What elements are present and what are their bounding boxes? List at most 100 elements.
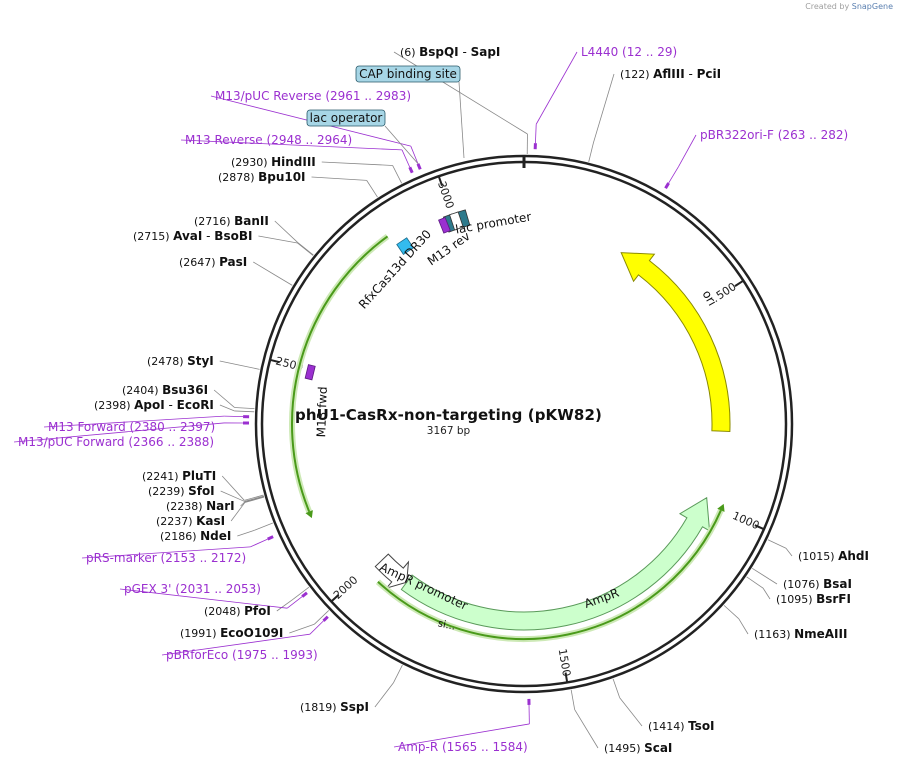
enzyme-name: AflIII bbox=[653, 67, 685, 81]
enzyme-label-hindiii: (2930) HindIII bbox=[231, 155, 316, 169]
boxed-feature-label-lac-operator: lac operator bbox=[310, 111, 383, 125]
enzyme-coord: (1819) bbox=[300, 701, 340, 714]
primer-leader-m13-forward bbox=[43, 415, 225, 428]
m13-fwd-block bbox=[304, 364, 316, 381]
enzyme-label-bsai: (1076) BsaI bbox=[783, 577, 852, 591]
enzyme-leader-banii bbox=[274, 220, 299, 243]
primer-leader-pgex-3 bbox=[119, 588, 288, 609]
enzyme-label-ahdi: (1015) AhdI bbox=[798, 549, 869, 563]
enzyme-tick-hindiii bbox=[392, 165, 403, 184]
enzyme-coord: (122) bbox=[620, 68, 653, 81]
enzyme-label-bsu36i: (2404) Bsu36I bbox=[122, 383, 208, 397]
ampr-promoter-feature-shape bbox=[374, 553, 410, 590]
tick-mark bbox=[269, 358, 280, 364]
ampr-orf-line bbox=[377, 509, 722, 640]
snapgene-brand: SnapGene bbox=[851, 2, 893, 11]
enzyme-name: AvaI bbox=[173, 229, 202, 243]
primer-range: (1975 .. 1993) bbox=[232, 648, 318, 662]
primer-name: Amp-R bbox=[398, 740, 442, 754]
rfxcas13d-block bbox=[396, 237, 414, 255]
enzyme-leader-styi bbox=[219, 360, 241, 366]
rfxcas13d-label: RfxCas13d DR30 bbox=[356, 227, 434, 312]
enzyme-label-pasi: (2647) PasI bbox=[179, 255, 247, 269]
primer-tick-pbr322ori-f bbox=[668, 166, 679, 184]
enzyme-label-scai: (1495) ScaI bbox=[604, 741, 672, 755]
enzyme-tick-pluti bbox=[244, 494, 264, 501]
primer-tick-m13-puc-reverse bbox=[410, 146, 419, 164]
enzyme-tick-afliii bbox=[588, 142, 594, 162]
enzyme-coord: (1414) bbox=[648, 720, 688, 733]
enzyme-label-styi: (2478) StyI bbox=[147, 354, 214, 368]
enzyme-name: BspQI bbox=[419, 45, 459, 59]
enzyme-suffix-name: BsoBI bbox=[214, 229, 252, 243]
enzyme-name: PluTI bbox=[182, 469, 216, 483]
enzyme-tick-nari bbox=[244, 496, 265, 503]
boxed-feature-lac-operator bbox=[306, 109, 386, 127]
enzyme-name: HindIII bbox=[271, 155, 316, 169]
enzyme-label-tsoi: (1414) TsoI bbox=[648, 719, 715, 733]
enzyme-coord: (1163) bbox=[754, 628, 794, 641]
primer-range: (12 .. 29) bbox=[622, 45, 677, 59]
enzyme-name: BsrFI bbox=[816, 592, 851, 606]
m13-fwd-label: M13 fwd bbox=[314, 386, 330, 437]
enzyme-leader-ecoo109i bbox=[289, 623, 315, 634]
enzyme-suffix: - bbox=[459, 45, 471, 59]
primer-name: pBRforEco bbox=[166, 648, 232, 662]
enzyme-name: StyI bbox=[187, 354, 214, 368]
enzyme-tick-avai bbox=[297, 242, 314, 256]
primer-label-pgex-3: pGEX 3' (2031 .. 2053) bbox=[124, 582, 261, 596]
enzyme-leader-afliii bbox=[593, 73, 615, 143]
tick-mark bbox=[330, 594, 340, 603]
enzyme-coord: (1095) bbox=[776, 593, 816, 606]
enzyme-coord: (2404) bbox=[122, 384, 162, 397]
boxed-feature-label-cap-binding-site: CAP binding site bbox=[359, 67, 457, 81]
enzyme-name: BsaI bbox=[823, 577, 852, 591]
primer-name: L4440 bbox=[581, 45, 622, 59]
enzyme-coord: (2237) bbox=[156, 515, 196, 528]
enzyme-leader-bpu10i bbox=[311, 176, 367, 181]
enzyme-coord: (2239) bbox=[148, 485, 188, 498]
tick-mark bbox=[734, 279, 744, 287]
enzyme-label-bpu10i: (2878) Bpu10I bbox=[218, 170, 306, 184]
enzyme-coord: (2716) bbox=[194, 215, 234, 228]
boxed-leader-cap-binding-site bbox=[458, 81, 465, 159]
enzyme-label-avai: (2715) AvaI - BsoBI bbox=[133, 229, 252, 243]
enzyme-name: SspI bbox=[340, 700, 369, 714]
enzyme-suffix: - bbox=[202, 229, 214, 243]
primer-label-pbrforeco: pBRforEco (1975 .. 1993) bbox=[166, 648, 318, 662]
primer-leader-m13-puc-forward bbox=[13, 422, 225, 443]
enzyme-leader-hindiii bbox=[321, 161, 393, 166]
primer-range: (2380 .. 2397) bbox=[130, 420, 216, 434]
enzyme-leader-scai bbox=[574, 709, 599, 749]
enzyme-leader-pasi bbox=[253, 261, 276, 276]
enzyme-leader-bspqi bbox=[393, 51, 528, 135]
primer-name: M13 Reverse bbox=[185, 133, 267, 147]
enzyme-name: ScaI bbox=[644, 741, 672, 755]
ampr-orf-arrowhead bbox=[717, 503, 725, 512]
enzyme-tick-bsu36i bbox=[234, 407, 255, 410]
primer-tick-m13-reverse bbox=[401, 149, 411, 168]
enzyme-tick-nmeaiii bbox=[723, 605, 740, 620]
tick-label: 2000 bbox=[331, 573, 360, 602]
enzyme-leader-nari bbox=[240, 501, 245, 507]
enzyme-tick-sspi bbox=[393, 664, 403, 684]
enzyme-suffix: - bbox=[165, 398, 177, 412]
primer-label-pbr322ori-f: pBR322ori-F (263 .. 282) bbox=[700, 128, 848, 142]
enzyme-tick-bsai bbox=[751, 567, 770, 580]
enzyme-name: ApoI bbox=[134, 398, 165, 412]
ori-feature-shape bbox=[620, 252, 731, 432]
enzyme-leader-ndei bbox=[237, 529, 255, 537]
enzyme-leader-avai bbox=[258, 235, 298, 244]
primer-label-amp-r: Amp-R (1565 .. 1584) bbox=[398, 740, 528, 754]
enzyme-coord: (2241) bbox=[142, 470, 182, 483]
primer-label-prs-marker: pRS-marker (2153 .. 2172) bbox=[86, 551, 246, 565]
primer-range: (263 .. 282) bbox=[778, 128, 848, 142]
enzyme-suffix-name: EcoRI bbox=[177, 398, 214, 412]
enzyme-tick-ecoo109i bbox=[313, 610, 330, 625]
enzyme-name: NarI bbox=[206, 499, 235, 513]
enzyme-tick-tsoi bbox=[612, 678, 621, 698]
enzyme-coord: (6) bbox=[400, 46, 419, 59]
enzyme-tick-banii bbox=[297, 242, 314, 256]
enzyme-leader-pfoi bbox=[276, 599, 294, 612]
